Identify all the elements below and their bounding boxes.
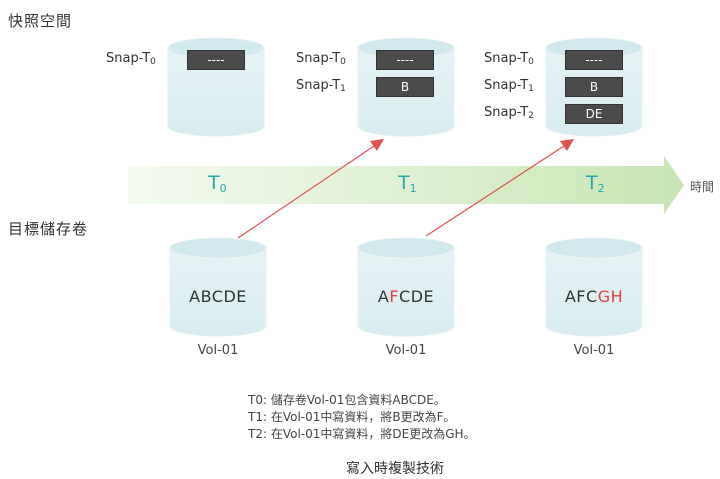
snapshot-data-box: B <box>376 77 434 97</box>
timeline-label-t1: T1 <box>398 172 417 195</box>
time-axis-label: 時間 <box>690 180 715 194</box>
changed-data: F <box>389 287 400 306</box>
volume-cylinder-t1 <box>357 237 455 337</box>
time-arrow <box>128 156 684 214</box>
volume-content-t2: AFCGH <box>564 287 624 306</box>
snapshot-data-box: B <box>565 77 623 97</box>
copy-arrow-b <box>237 139 384 239</box>
volume-content-t1: AFCDE <box>377 287 435 306</box>
snapshot-row-label: Snap-T0 <box>106 51 156 67</box>
snapshot-data-box: ---- <box>376 50 434 70</box>
target-volume-label: 目標儲存卷 <box>8 220 89 238</box>
diagram-caption: 寫入時複製技術 <box>346 461 444 477</box>
snapshot-row-label: Snap-T2 <box>484 105 534 121</box>
snapshot-row-label: Snap-T1 <box>296 78 346 94</box>
note-line: T0: 儲存卷Vol-01包含資料ABCDE。 <box>248 393 446 407</box>
snapshot-space-label: 快照空間 <box>8 12 73 30</box>
volume-cylinder-t2 <box>545 237 643 337</box>
volume-cylinder-t0 <box>169 237 267 337</box>
volume-name-t1: Vol-01 <box>385 343 427 358</box>
snapshot-data-box: ---- <box>565 50 623 70</box>
volume-name-t0: Vol-01 <box>197 343 239 358</box>
copy-arrow-de <box>425 139 574 237</box>
snapshot-row-label: Snap-T1 <box>484 78 534 94</box>
snapshot-row-label: Snap-T0 <box>484 51 534 67</box>
note-line: T1: 在Vol-01中寫資料，將B更改為F。 <box>248 410 456 424</box>
notes-block: T0: 儲存卷Vol-01包含資料ABCDE。 T1: 在Vol-01中寫資料，… <box>248 392 476 443</box>
volume-name-t2: Vol-01 <box>573 343 615 358</box>
timeline-label-t2: T2 <box>586 172 605 195</box>
timeline-label-t0: T0 <box>208 172 227 195</box>
snapshot-data-box: ---- <box>187 50 245 70</box>
snapshot-data-box: DE <box>565 104 623 124</box>
volume-content-t0: ABCDE <box>189 287 247 306</box>
snapshot-row-label: Snap-T0 <box>296 51 346 67</box>
changed-data: GH <box>597 287 624 306</box>
note-line: T2: 在Vol-01中寫資料，將DE更改為GH。 <box>248 427 476 441</box>
